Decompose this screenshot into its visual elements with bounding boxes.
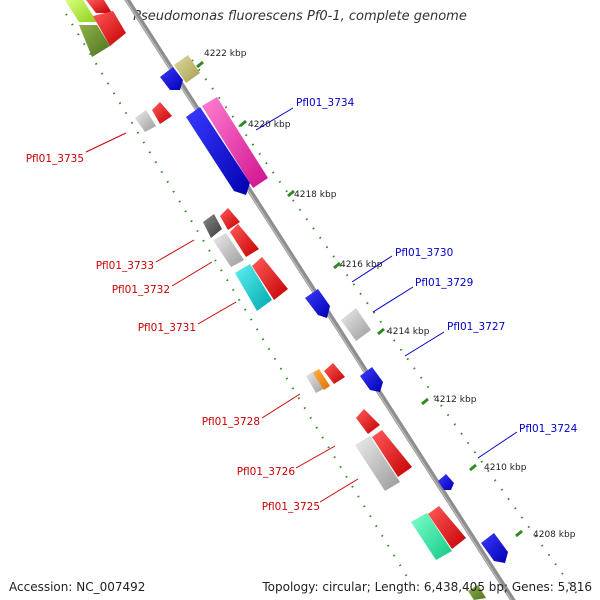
gene-feature[interactable] bbox=[230, 224, 259, 257]
gene-label-reverse[interactable]: Pfl01_3731 bbox=[138, 322, 196, 334]
gene-label-reverse[interactable]: Pfl01_3726 bbox=[237, 466, 296, 478]
gene-feature[interactable] bbox=[411, 513, 452, 560]
map-title: Pseudomonas fluorescens Pf0-1, complete … bbox=[133, 9, 467, 24]
gene-feature[interactable] bbox=[202, 97, 268, 188]
scale-label: 4216 kbp bbox=[340, 260, 383, 270]
forward-strand-genes bbox=[160, 55, 508, 563]
gene-feature[interactable] bbox=[203, 214, 222, 238]
gene-feature[interactable] bbox=[313, 369, 330, 390]
scale-label: 4208 kbp bbox=[533, 530, 576, 540]
gene-feature[interactable] bbox=[160, 67, 183, 90]
genome-summary-text: Topology: circular; Length: 6,438,405 bp… bbox=[262, 580, 592, 594]
accession-text: Accession: NC_007492 bbox=[9, 580, 146, 594]
gene-label-reverse[interactable]: Pfl01_3735 bbox=[26, 153, 84, 165]
gene-feature[interactable] bbox=[355, 436, 400, 491]
inner-tick-track bbox=[65, 13, 410, 581]
scale-label: 4222 kbp bbox=[204, 49, 247, 59]
gene-feature[interactable] bbox=[438, 474, 454, 490]
gene-label-reverse[interactable]: Pfl01_3732 bbox=[112, 284, 170, 296]
gene-feature[interactable] bbox=[356, 409, 380, 434]
gene-feature[interactable] bbox=[213, 233, 244, 267]
gene-feature[interactable] bbox=[252, 257, 288, 300]
forward-callouts bbox=[255, 107, 518, 459]
gene-feature[interactable] bbox=[306, 370, 327, 393]
gene-feature[interactable] bbox=[174, 55, 200, 83]
gene-feature[interactable] bbox=[65, 0, 97, 22]
gene-feature[interactable] bbox=[324, 363, 345, 384]
gene-feature[interactable] bbox=[86, 0, 112, 13]
gene-label-reverse[interactable]: Pfl01_3728 bbox=[202, 416, 260, 428]
gene-label-forward[interactable]: Pfl01_3729 bbox=[415, 277, 473, 289]
gene-feature[interactable] bbox=[220, 208, 240, 230]
scale-label: 4214 kbp bbox=[387, 327, 430, 337]
reverse-callouts bbox=[85, 132, 359, 503]
gene-feature[interactable] bbox=[341, 308, 371, 341]
gene-feature[interactable] bbox=[186, 107, 250, 195]
gene-label-forward[interactable]: Pfl01_3724 bbox=[519, 423, 578, 435]
reverse-strand-genes bbox=[65, 0, 486, 600]
gene-label-forward[interactable]: Pfl01_3727 bbox=[447, 321, 505, 333]
gene-feature[interactable] bbox=[135, 110, 156, 132]
gene-label-reverse[interactable]: Pfl01_3725 bbox=[262, 501, 320, 513]
scale-label: 4210 kbp bbox=[484, 463, 527, 473]
gene-label-forward[interactable]: Pfl01_3734 bbox=[296, 97, 355, 109]
scale-label: 4220 kbp bbox=[248, 120, 291, 130]
scale-ticks bbox=[196, 60, 523, 538]
gene-feature[interactable] bbox=[305, 289, 330, 318]
gene-feature[interactable] bbox=[428, 506, 466, 549]
gene-feature[interactable] bbox=[481, 533, 508, 563]
gene-feature[interactable] bbox=[235, 264, 272, 311]
gene-feature[interactable] bbox=[79, 25, 110, 57]
scale-label: 4218 kbp bbox=[294, 190, 337, 200]
gene-label-forward[interactable]: Pfl01_3730 bbox=[395, 247, 453, 259]
gene-label-reverse[interactable]: Pfl01_3733 bbox=[96, 260, 154, 272]
outer-tick-track bbox=[191, 59, 581, 599]
gene-feature[interactable] bbox=[372, 430, 412, 477]
gene-feature[interactable] bbox=[360, 367, 383, 392]
gene-feature[interactable] bbox=[468, 585, 486, 600]
scale-label: 4212 kbp bbox=[434, 395, 477, 405]
gene-feature[interactable] bbox=[152, 102, 172, 124]
gene-feature[interactable] bbox=[93, 11, 126, 46]
